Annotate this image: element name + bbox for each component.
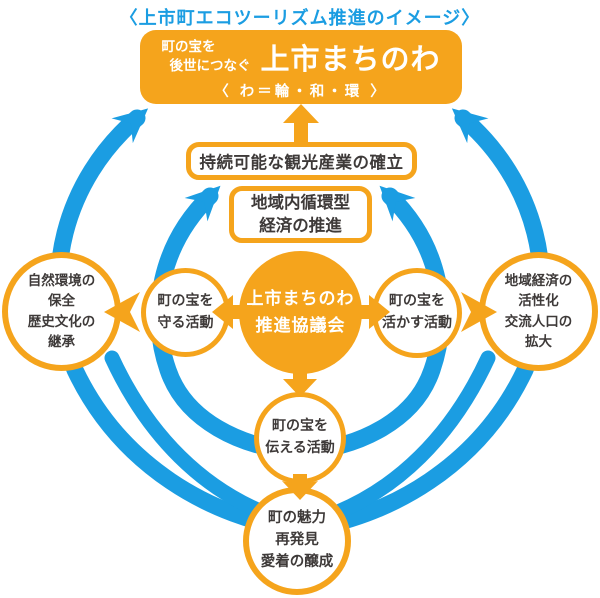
node-council-line2: 推進協議会 (255, 315, 346, 336)
cycle-arrow-inner-left-icon (150, 185, 309, 461)
banner-kamiichi-machinowa: 町の宝を 後世につなぐ 上市まちのわ 〈 わ＝輪・和・環 〉 (140, 30, 462, 104)
node-economy-exchange-circle: 地域経済の 活性化 交流人口の 拡大 (479, 252, 598, 371)
node-nature-line1: 自然環境の (27, 273, 96, 289)
node-rediscover-line3: 愛着の醸成 (260, 553, 334, 570)
node-council-line1: 上市まちのわ (246, 289, 355, 310)
node-economy-line2: 活性化 (518, 293, 559, 310)
node-utilize-line1: 町の宝を (389, 293, 445, 310)
node-convey-activity-circle: 町の宝を 伝える活動 (254, 392, 346, 484)
node-nature-line3: 歴史文化の (27, 313, 96, 330)
banner-main-title: 上市まちのわ (260, 41, 441, 76)
cycle-link-left-icon (104, 350, 270, 520)
node-nature-line4: 継承 (48, 333, 75, 350)
cycle-arrow-inner-right-icon (291, 185, 450, 461)
node-protect-activity-circle: 町の宝を 守る活動 (141, 268, 230, 357)
node-utilize-line2: 活かす活動 (382, 315, 452, 331)
cycle-link-right-icon (330, 350, 496, 520)
goal-box-sustainable-tourism-label: 持続可能な観光産業の確立 (199, 153, 404, 172)
goal-box-local-economy-line2: 経済の推進 (259, 215, 342, 235)
node-nature-line2: 保全 (48, 293, 75, 310)
node-nature-history-circle: 自然環境の 保全 歴史文化の 継承 (2, 252, 121, 371)
node-council-circle: 上市まちのわ 推進協議会 (239, 251, 362, 374)
node-economy-line3: 交流人口の (504, 313, 573, 330)
node-convey-line2: 伝える活動 (265, 440, 335, 456)
node-convey-line1: 町の宝を (272, 418, 328, 435)
banner-tagline-line1: 町の宝を (161, 39, 216, 56)
node-rediscover-line1: 町の魅力 (268, 510, 326, 527)
cycle-arrow-outer-right-icon (291, 108, 550, 539)
goal-box-sustainable-tourism: 持続可能な観光産業の確立 (186, 142, 417, 180)
cycle-arrow-outer-left-icon (50, 108, 309, 539)
banner-tagline-line2: 後世につなぐ (169, 57, 251, 74)
banner-subtitle: 〈 わ＝輪・和・環 〉 (214, 83, 388, 100)
node-protect-line1: 町の宝を (157, 292, 214, 309)
node-economy-line4: 拡大 (525, 333, 552, 350)
node-economy-line1: 地域経済の (504, 273, 573, 289)
node-utilize-activity-circle: 町の宝を 活かす活動 (372, 268, 462, 358)
goal-box-local-economy-line1: 地域内循環型 (251, 193, 350, 213)
banner-tagline: 町の宝を 後世につなぐ (161, 38, 250, 74)
node-rediscover-line2: 再発見 (275, 532, 319, 549)
page-title: 〈上市町エコツーリズム推進のイメージ〉 (119, 8, 481, 29)
node-protect-line2: 守る活動 (157, 314, 214, 331)
goal-box-local-economy: 地域内循環型 経済の推進 (229, 186, 372, 243)
node-rediscover-charm-circle: 町の魅力 再発見 愛着の醸成 (243, 487, 351, 595)
